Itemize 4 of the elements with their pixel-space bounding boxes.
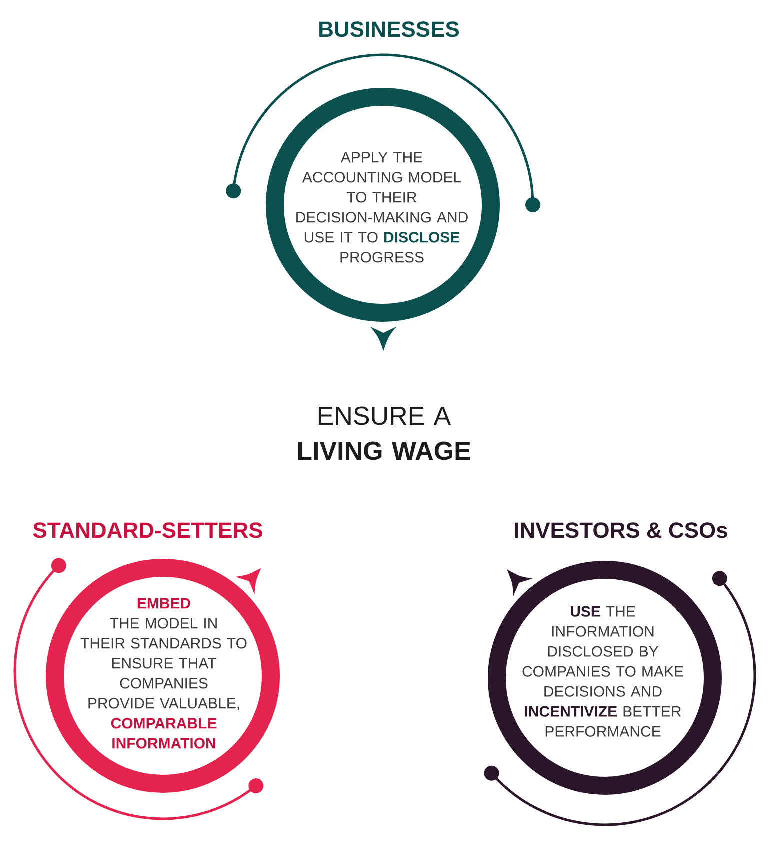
heading: STANDARD-SETTERS (33, 522, 262, 538)
goal-text: ENSURE A LIVING WAGE (298, 406, 470, 460)
heading: INVESTORS & CSOs (515, 522, 728, 538)
heading: BUSINESSES (320, 22, 460, 38)
